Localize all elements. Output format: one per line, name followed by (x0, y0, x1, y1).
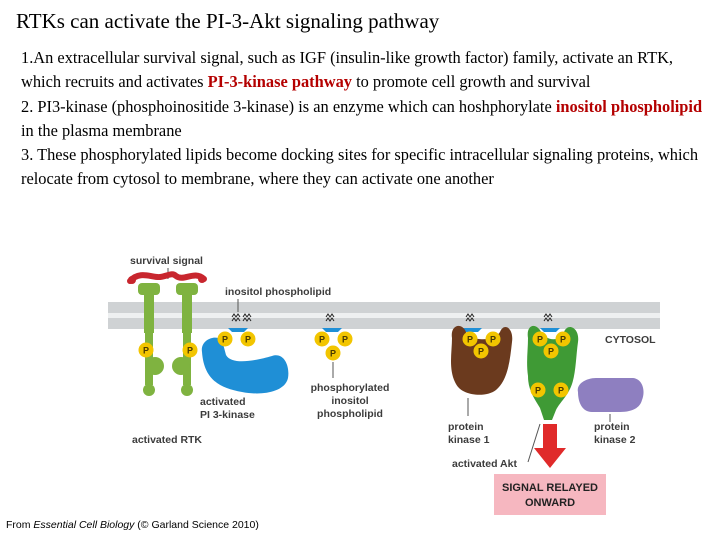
phosphorylated-phospholipid-p2: P (337, 331, 353, 347)
lipid-head-bases (228, 328, 560, 332)
lipid-heads (231, 313, 553, 322)
signal-relayed-box (494, 474, 606, 515)
svg-text:P: P (222, 335, 228, 345)
ligand-end-right (198, 275, 206, 283)
point-2-text-a: 2. PI3-kinase (phosphoinositide 3-kinase… (21, 96, 556, 116)
inositol-phospholipid-highlight: inositol phospholipid (555, 96, 703, 116)
survival-signal-label: survival signal (130, 255, 203, 267)
signal-down-arrow (534, 424, 566, 468)
akt-phosphate-left: P (530, 382, 546, 398)
activated-akt-label: activated Akt (452, 458, 517, 470)
svg-text:P: P (535, 386, 541, 396)
pi3k-phosphate-1: P (217, 331, 233, 347)
phosphorylated-label-1: phosphorylated (311, 382, 390, 394)
credit-prefix: From (6, 519, 34, 531)
activated-akt-pointer (527, 423, 541, 463)
svg-text:P: P (143, 346, 149, 356)
svg-text:P: P (548, 347, 554, 357)
activated-rtk-label: activated RTK (132, 434, 202, 446)
akt-phosphate-right: P (553, 382, 569, 398)
page-title: RTKs can activate the PI-3-Akt signaling… (16, 9, 440, 33)
pk1-label-2: kinase 1 (448, 434, 490, 446)
svg-text:P: P (187, 346, 193, 356)
pk1-phosphate-2: P (485, 331, 501, 347)
point-1: 1.An extracellular survival signal, such… (21, 46, 711, 95)
survival-signal-ligand (127, 271, 207, 284)
svg-text:P: P (245, 335, 251, 345)
svg-text:P: P (467, 335, 473, 345)
signal-relayed-label-1: SIGNAL RELAYED (502, 482, 598, 494)
svg-text:P: P (330, 349, 336, 359)
svg-text:P: P (342, 335, 348, 345)
point-1-text-a: 1.An extracellular survival signal, such… (21, 48, 674, 92)
credit-suffix: (© Garland Science 2010) (134, 519, 259, 531)
signal-relayed-label-2: ONWARD (525, 497, 575, 509)
point-2: 2. PI3-kinase (phosphoinositide 3-kinase… (21, 95, 711, 144)
svg-text:P: P (537, 335, 543, 345)
svg-text:P: P (478, 347, 484, 357)
pi3k-pathway-highlight: PI-3-kinase pathway (207, 72, 352, 92)
activated-pi3k-label-1: activated (200, 396, 246, 408)
plasma-membrane (108, 302, 660, 329)
figure-credit: From Essential Cell Biology (© Garland S… (6, 519, 259, 531)
akt-top-phosphate-3: P (543, 343, 559, 359)
activated-pi3-kinase (201, 337, 289, 394)
ligand-end-left (128, 276, 136, 284)
svg-text:P: P (490, 335, 496, 345)
pk1-phosphate-1: P (462, 331, 478, 347)
svg-text:P: P (319, 335, 325, 345)
explanation-text: 1.An extracellular survival signal, such… (21, 46, 711, 192)
phosphorylated-label-2: inositol (331, 395, 368, 407)
protein-kinase-2 (577, 378, 644, 412)
phosphorylated-phospholipid-p3: P (325, 345, 341, 361)
credit-book: Essential Cell Biology (33, 519, 135, 531)
svg-text:P: P (558, 386, 564, 396)
pk1-label-1: protein (448, 421, 484, 433)
point-2-text-b: in the plasma membrane (21, 120, 182, 140)
pi3k-phosphate-2: P (240, 331, 256, 347)
point-3: 3. These phosphorylated lipids become do… (21, 145, 699, 189)
phosphorylated-phospholipid-p1: P (314, 331, 330, 347)
svg-text:P: P (560, 335, 566, 345)
rtk-phosphate-right: P (182, 342, 198, 358)
protein-kinase-1 (451, 325, 513, 395)
akt-top-phosphate-1: P (532, 331, 548, 347)
pk2-label-2: kinase 2 (594, 434, 636, 446)
pk2-label-1: protein (594, 421, 630, 433)
inositol-phospholipid-label: inositol phospholipid (225, 286, 331, 298)
pk1-phosphate-3: P (473, 343, 489, 359)
cytosol-label: CYTOSOL (605, 334, 656, 346)
activated-pi3k-label-2: PI 3-kinase (200, 409, 255, 421)
activated-rtk (138, 283, 198, 396)
akt-top-phosphate-2: P (555, 331, 571, 347)
phosphorylated-label-3: phospholipid (317, 408, 383, 420)
point-1-text-b: to promote cell growth and survival (351, 72, 591, 92)
rtk-phosphate-left: P (138, 342, 154, 358)
